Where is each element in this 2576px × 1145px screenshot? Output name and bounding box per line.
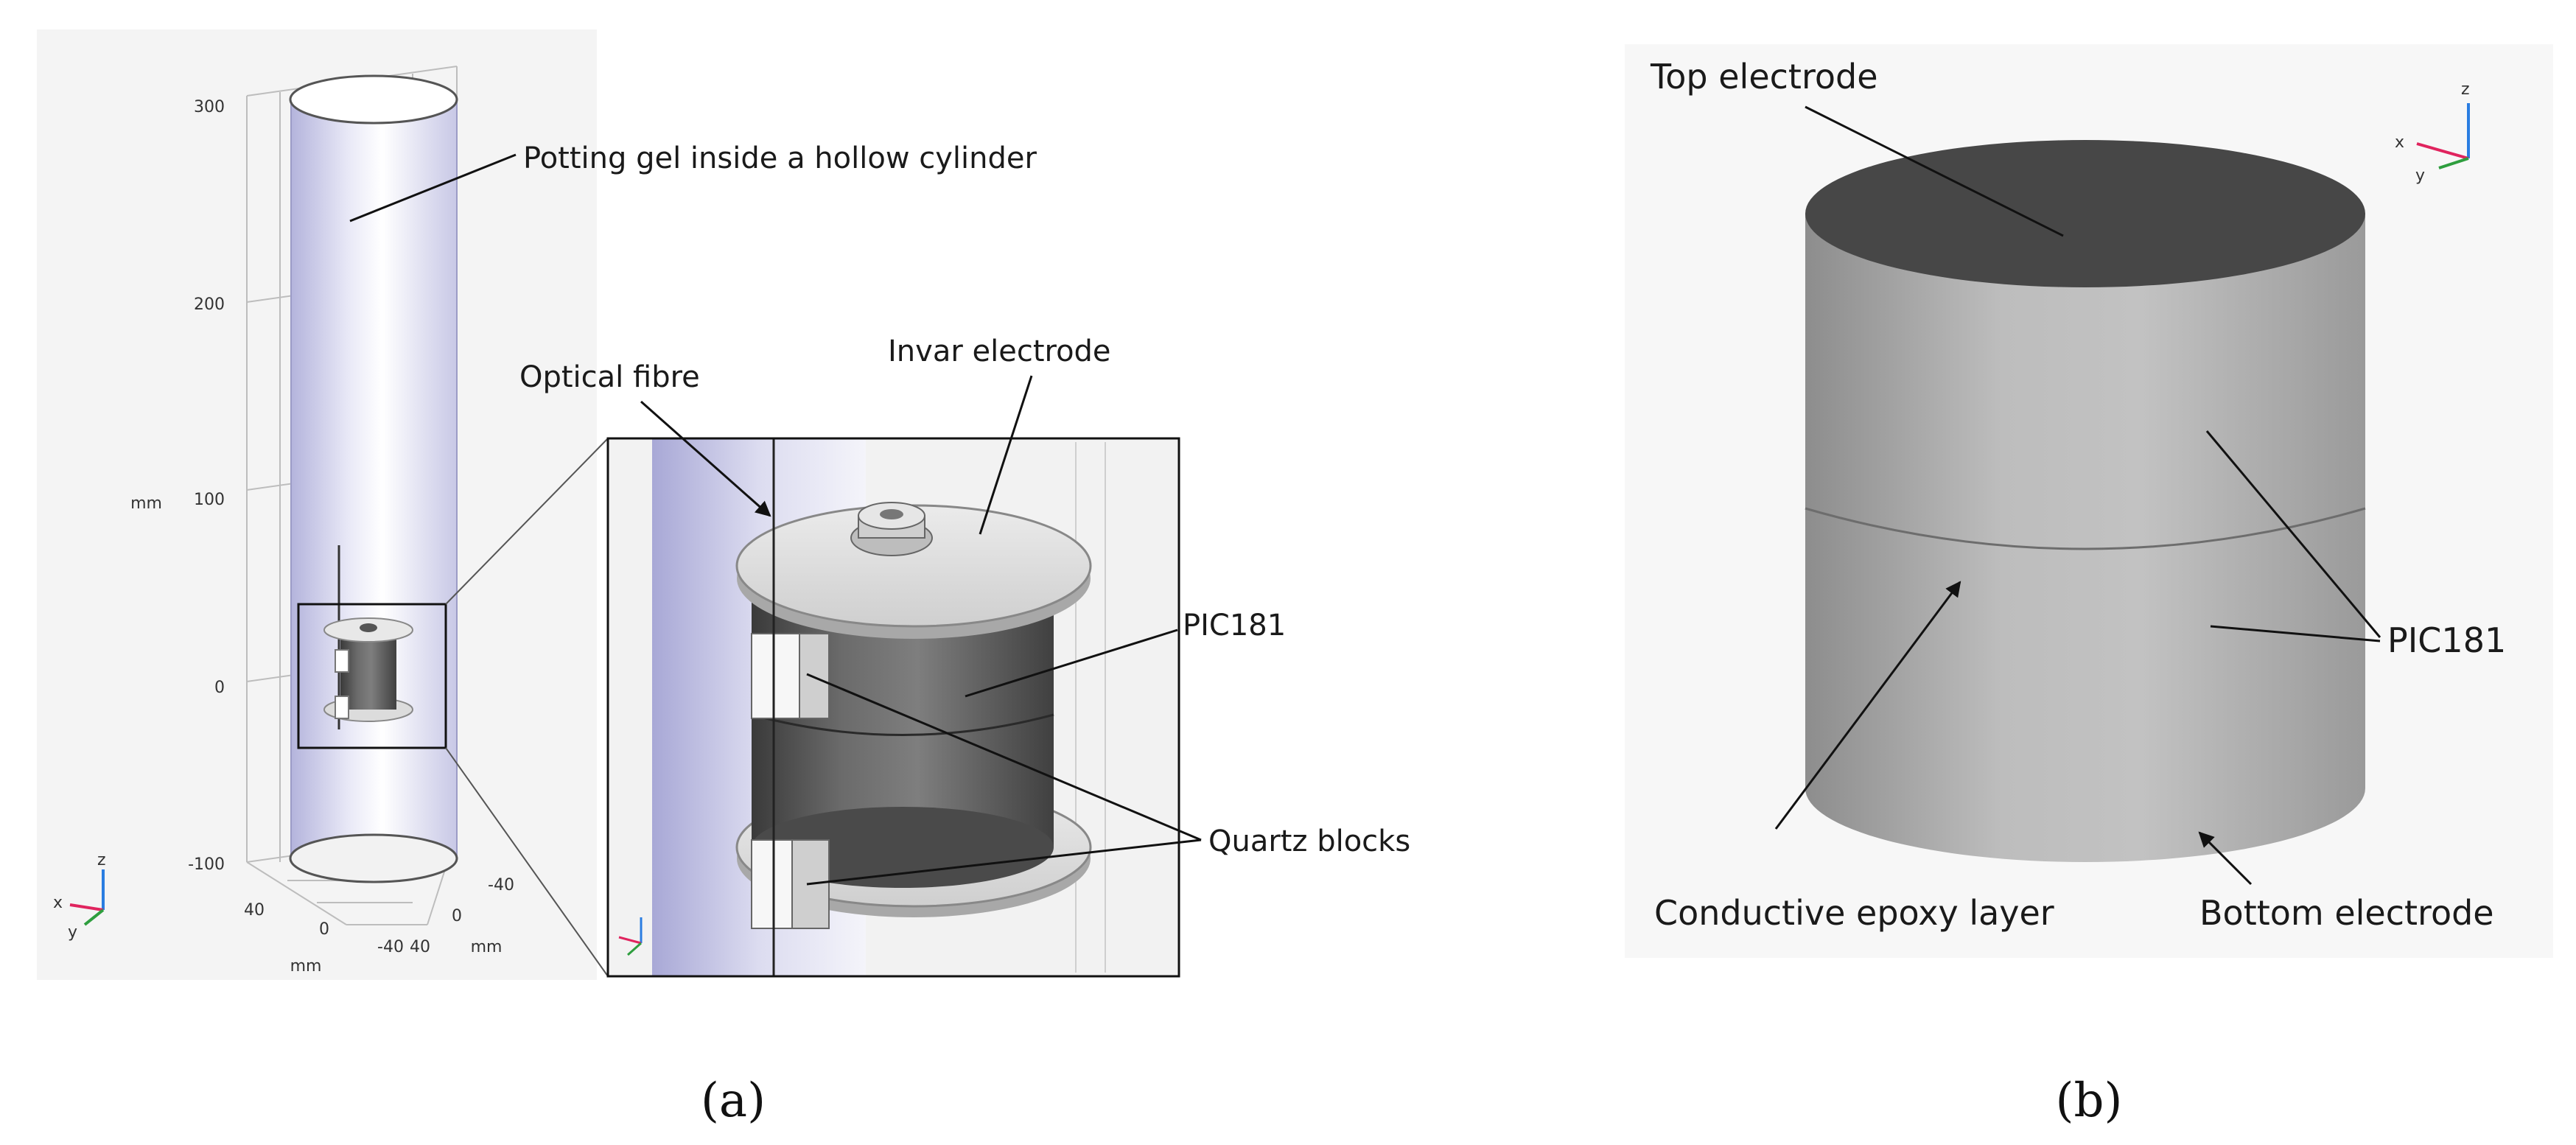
z-tick-0: 0 bbox=[214, 679, 225, 697]
potting-gel-leader bbox=[349, 153, 517, 223]
y-unit: mm bbox=[471, 938, 503, 956]
z-tick-300: 300 bbox=[194, 98, 225, 116]
optical-fibre-arrow bbox=[640, 400, 771, 517]
bottom-electrode-arrow bbox=[2198, 831, 2253, 886]
quartz-leader-lower bbox=[806, 838, 1202, 886]
stack-joint-line bbox=[751, 713, 1054, 736]
x-tick-minus40: -40 bbox=[377, 938, 404, 956]
triad-b-x-label: x bbox=[2395, 133, 2404, 152]
pic181-leader-upper bbox=[2205, 430, 2381, 638]
potting-gel-label: Potting gel inside a hollow cylinder bbox=[523, 141, 1037, 175]
z-unit: mm bbox=[130, 494, 162, 513]
axis-triad-a: z x y bbox=[53, 851, 106, 942]
zoom-indicator-box bbox=[297, 603, 447, 749]
triad-a-y-label: y bbox=[68, 923, 77, 942]
top-electrode bbox=[1805, 140, 2365, 287]
cylinder-top-ellipse bbox=[289, 74, 458, 125]
y-tick-minus40: -40 bbox=[488, 876, 514, 894]
conductive-epoxy-arrow bbox=[1774, 581, 1961, 830]
top-electrode-leader bbox=[1805, 105, 2064, 237]
zoom-inset-border bbox=[606, 437, 1180, 978]
bottom-electrode bbox=[1805, 715, 2365, 862]
panel-b: z x y Top electrode PIC181 Conductive ep… bbox=[1625, 44, 2553, 958]
y-tick-40: 40 bbox=[410, 938, 430, 956]
conductive-epoxy-layer bbox=[1805, 507, 2366, 550]
device-small bbox=[323, 617, 413, 722]
z-tick-minus100: -100 bbox=[188, 855, 225, 874]
top-electrode-label: Top electrode bbox=[1650, 57, 1878, 97]
pic181-leader-lower bbox=[2210, 625, 2381, 642]
quartz-blocks-label: Quartz blocks bbox=[1208, 824, 1410, 858]
cylinder-bottom-ellipse bbox=[289, 833, 458, 883]
bottom-electrode-label: Bottom electrode bbox=[2199, 893, 2494, 933]
axis-triad-b: z x y bbox=[2395, 80, 2470, 185]
z-tick-100: 100 bbox=[194, 491, 225, 509]
invar-electrode-label: Invar electrode bbox=[888, 335, 1111, 368]
pic181-cylinder-body bbox=[1805, 214, 2365, 788]
triad-a-z-label: z bbox=[97, 851, 106, 869]
quartz-block-upper bbox=[751, 633, 830, 719]
quartz-block-lower bbox=[751, 839, 830, 929]
triad-b-z-label: z bbox=[2461, 80, 2470, 99]
axis-triad-inset bbox=[618, 917, 643, 956]
pic181-label-b: PIC181 bbox=[2387, 620, 2506, 660]
triad-a-x-label: x bbox=[53, 894, 63, 912]
zoom-inset bbox=[606, 437, 1180, 978]
z-tick-200: 200 bbox=[194, 295, 225, 314]
optical-fibre-label: Optical fibre bbox=[519, 360, 700, 394]
triad-b-y-label: y bbox=[2415, 167, 2425, 185]
x-unit: mm bbox=[290, 957, 322, 976]
caption-b: (b) bbox=[2056, 1074, 2123, 1128]
quartz-leader-upper bbox=[806, 673, 1202, 841]
x-tick-0: 0 bbox=[319, 920, 329, 939]
invar-electrode-leader bbox=[979, 375, 1033, 535]
zoom-connector-bottom bbox=[445, 747, 609, 977]
pic181-leader-a bbox=[965, 628, 1178, 698]
panel-a-labels: Optical fibre Invar electrode PIC181 Qua… bbox=[519, 335, 1410, 886]
pic181-label-a: PIC181 bbox=[1183, 609, 1286, 642]
potting-gel-cylinder bbox=[291, 99, 457, 858]
zoom-connector-top bbox=[445, 438, 609, 605]
x-tick-40: 40 bbox=[244, 901, 265, 920]
y-tick-0: 0 bbox=[452, 907, 462, 925]
panel-a: 300 200 100 0 -100 mm 40 0 -40 mm -40 0 … bbox=[37, 29, 1037, 980]
conductive-epoxy-label: Conductive epoxy layer bbox=[1654, 893, 2054, 933]
caption-a: (a) bbox=[701, 1074, 766, 1128]
